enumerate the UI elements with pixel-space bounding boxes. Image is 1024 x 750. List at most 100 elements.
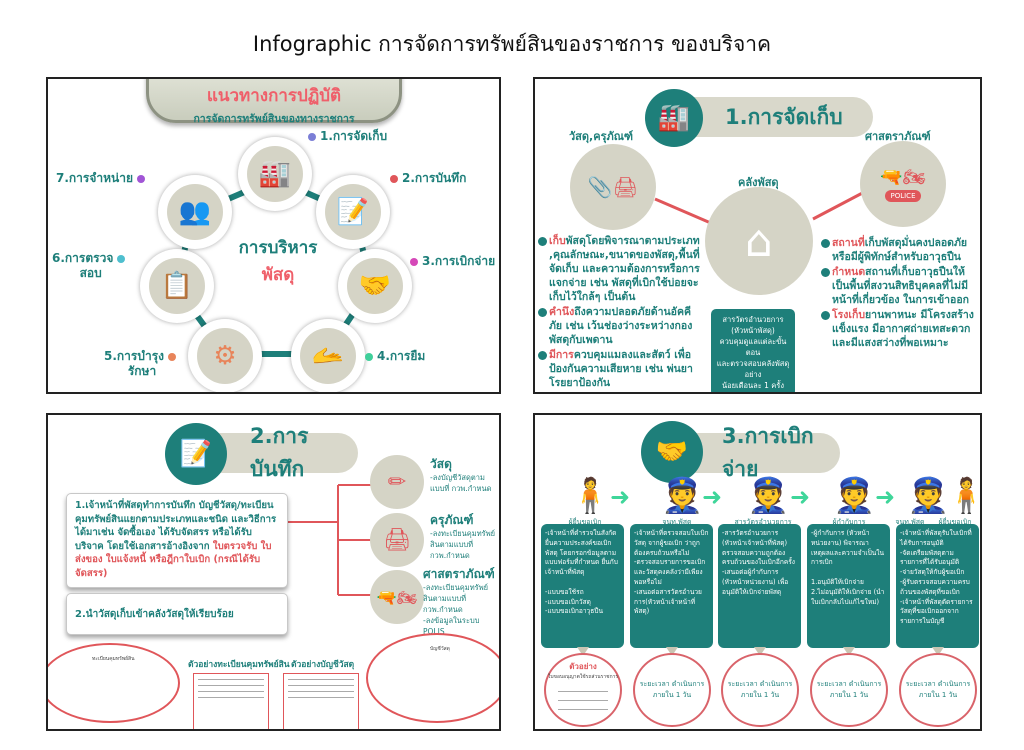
example-form-bubble: ตัวอย่าง ใบขอบอนุญาตใช้รถส่วนราชการ: [544, 653, 622, 727]
step-label-2: 2.การบันทึก: [386, 171, 466, 186]
time-bubble: ระยะเวลา ดำเนินการ ภายใน 1 วัน: [633, 653, 711, 727]
record-step-1-box: 1.เจ้าหน้าที่พัสดุทำการบันทึก บัญชีวัสดุ…: [66, 493, 288, 588]
item-heading-weapons: ศาสตราภัณฑ์: [423, 567, 495, 581]
bullet-item: มีการควบคุมแมลงและสัตว์ เพื่อป้องกันความ…: [538, 348, 703, 390]
item-heading-supplies: วัสดุ: [430, 457, 452, 471]
officer-icon: 👮: [833, 476, 876, 516]
disburse-title: 3.การเบิกจ่าย: [722, 424, 814, 481]
step-node-dispose[interactable]: 👥: [158, 175, 232, 249]
handover-icon: 🤝: [347, 258, 403, 314]
panel-disbursement: 3.การเบิกจ่าย 🤝 🧍 ➜ 👮 ➜ 👮 ➜ 👮 ➜ 👮 🧍 ผู้ย…: [533, 413, 982, 731]
center-heading: คลังพัสดุ: [738, 176, 779, 189]
record-title: 2.การบันทึก: [250, 424, 309, 481]
record-step-1-reference: ใบตรวจรับ ใบส่งของ ใบแจ้งหนี้ หรือฎีกาใบ…: [75, 540, 272, 579]
record-step-2-box: 2.นำวัสดุเก็บเข้าคลังวัสดุให้เรียบร้อย: [66, 593, 288, 635]
officer-icon: 👮: [747, 476, 790, 516]
warehouse-building-icon: ⌂: [705, 187, 813, 295]
role-label: ผู้ยื่นขอเบิก: [938, 518, 972, 526]
arrow-right-icon: ➜: [875, 483, 896, 511]
printer-icon: 🖨: [370, 513, 424, 567]
panel-overview: แนวทางการปฏิบัติ การจัดการทรัพย์สินของทา…: [46, 77, 501, 394]
person-icon: 🧍: [569, 476, 612, 516]
step-label-4: 4.การยืม: [361, 349, 425, 364]
step-box: -สารวัตรอำนวยการ (หัวหน้าเจ้าหน้าที่พัสด…: [718, 524, 801, 656]
gears-wrench-icon: ⚙: [197, 328, 253, 384]
step-node-record[interactable]: 📝: [316, 175, 390, 249]
register-form-zoom: ทะเบียนคุมทรัพย์สิน: [48, 643, 180, 723]
center-label: การบริหาร พัสดุ: [223, 234, 333, 288]
page-title: Infographic การจัดการทรัพย์สินของราชการ …: [252, 32, 772, 56]
checklist-icon: 📋: [149, 258, 205, 314]
step-box: -เจ้าหน้าที่พัสดุรับใบเบิกที่ได้รับการอน…: [896, 524, 979, 656]
right-heading: ศาสตราภัณฑ์: [865, 130, 931, 143]
warehouse-icon: 🏭: [247, 146, 303, 202]
document-edit-icon: 📝: [325, 184, 381, 240]
supplies-form-zoom: บัญชีวัสดุ: [366, 633, 499, 723]
item-desc-equipment: -ลงทะเบียนคุมทรัพย์สินตามแบบที่กวพ.กำหนด: [430, 529, 496, 560]
arrow-right-icon: ➜: [790, 483, 811, 511]
role-label: ผู้ยื่นขอเบิก: [568, 518, 602, 526]
example-supplies-label: ตัวอย่างบัญชีวัสดุ: [291, 660, 355, 670]
step-node-lend[interactable]: 🫴: [291, 319, 365, 392]
item-desc-supplies: -ลงบัญชีวัสดุตามแบบที่ กวพ.กำหนด: [430, 473, 492, 493]
weapons-vehicles-icon: 🔫🏍: [370, 570, 424, 624]
record-step-2-text: 2.นำวัสดุเก็บเข้าคลังวัสดุให้เรียบร้อย: [75, 609, 234, 620]
role-label: ผู้กำกับการ: [832, 518, 866, 526]
officer-icon: 👮: [907, 476, 950, 516]
lend-hand-icon: 🫴: [300, 328, 356, 384]
officer-icon: 👮: [661, 476, 704, 516]
step-label-6: 6.การตรวจสอบ: [52, 251, 129, 281]
police-car-label: POLICE: [885, 189, 921, 202]
role-label: จนท.พัสดุ: [662, 518, 692, 526]
person-icon: 🧍: [945, 479, 980, 513]
item-heading-equipment: ครุภัณฑ์: [430, 513, 474, 527]
overview-header: แนวทางการปฏิบัติ การจัดการทรัพย์สินของทา…: [146, 79, 402, 125]
register-form-thumbnail: [193, 673, 269, 729]
bullet-item: สถานที่เก็บพัสดุมั่นคงปลอดภัย หรือมีผู้พ…: [821, 236, 980, 264]
step-label-5: 5.การบำรุงรักษา: [104, 349, 180, 379]
time-bubble: ระยะเวลา ดำเนินการ ภายใน 1 วัน: [899, 653, 977, 727]
panel-storage: 1.การจัดเก็บ 🏭 วัสดุ,ครุภัณฑ์ ศาสตราภัณฑ…: [533, 77, 982, 394]
panel-record: 2.การบันทึก 📝 1.เจ้าหน้าที่พัสดุทำการบัน…: [46, 413, 501, 731]
supplies-form-thumbnail: [283, 673, 359, 729]
overview-header-subtitle: การจัดการทรัพย์สินของทางราชการ: [193, 113, 355, 125]
step-box: -เจ้าหน้าที่ตรวจสอบใบเบิกวัสดุ จากผู้ขอเ…: [630, 524, 713, 656]
left-bullets: เก็บพัสดุโดยพิจารณาตามประเภท ,คุณลักษณะ,…: [538, 234, 703, 391]
bullet-item: คำนึงถึงความปลอดภัยด้านอัคคีภัย เช่น เว้…: [538, 305, 703, 347]
storage-title: 1.การจัดเก็บ: [725, 104, 843, 129]
overview-header-title: แนวทางการปฏิบัติ: [206, 86, 342, 106]
arrow-right-icon: ➜: [702, 483, 723, 511]
supervisor-box: สารวัตรอำนวยการ(หัวหน้าพัสดุ)ควบคุมดูแลแ…: [711, 309, 795, 392]
bullet-item: กำหนดสถานที่เก็บอาวุธปืนให้เป็นพื้นที่สง…: [821, 265, 980, 307]
bullet-item: โรงเก็บยานพาหนะ มีโครงสร้างแข็งแรง มีอาก…: [821, 308, 980, 350]
step-node-inspect[interactable]: 📋: [140, 249, 214, 323]
storage-title-pill: 1.การจัดเก็บ: [673, 97, 873, 137]
auction-people-icon: 👥: [167, 184, 223, 240]
weapons-vehicles-icon: 🔫🏍POLICE: [860, 141, 946, 227]
step-node-maintain[interactable]: ⚙: [188, 319, 262, 392]
step-label-7: 7.การจำหน่าย: [56, 171, 149, 186]
time-bubble: ระยะเวลา ดำเนินการ ภายใน 1 วัน: [721, 653, 799, 727]
example-register-label: ตัวอย่างทะเบียนคุมทรัพย์สิน: [188, 660, 290, 670]
time-bubble: ระยะเวลา ดำเนินการ ภายใน 1 วัน: [810, 653, 888, 727]
document-edit-icon: 📝: [165, 423, 227, 485]
step-box: -เจ้าหน้าที่ตำรวจในสังกัดยื่นความประสงค์…: [541, 524, 624, 656]
role-label: สารวัตรอำนวยการ: [734, 518, 792, 526]
step-node-disburse[interactable]: 🤝: [338, 249, 412, 323]
pencil-cup-icon: ✏: [370, 455, 424, 509]
arrow-right-icon: ➜: [610, 483, 631, 511]
step-node-storage[interactable]: 🏭: [238, 137, 312, 211]
role-label: จนท.พัสดุ: [895, 518, 925, 526]
handover-icon: 🤝: [641, 421, 703, 483]
center-label-line1: การบริหาร: [238, 238, 318, 258]
step-label-3: 3.การเบิกจ่าย: [406, 254, 495, 269]
center-label-line2: พัสดุ: [261, 265, 295, 285]
right-bullets: สถานที่เก็บพัสดุมั่นคงปลอดภัย หรือมีผู้พ…: [821, 236, 980, 351]
left-heading: วัสดุ,ครุภัณฑ์: [569, 130, 634, 143]
warehouse-icon: 🏭: [645, 89, 703, 147]
item-desc-weapons: -ลงทะเบียนคุมทรัพย์สินตามแบบที่กวพ.กำหนด…: [423, 583, 489, 636]
step-box: -ผู้กำกับการ (หัวหน้าหน่วยงาน) พิจารณาเห…: [807, 524, 890, 656]
step-label-1: 1.การจัดเก็บ: [304, 129, 387, 144]
bullet-item: เก็บพัสดุโดยพิจารณาตามประเภท ,คุณลักษณะ,…: [538, 234, 703, 304]
record-step-1-text: 1.เจ้าหน้าที่พัสดุทำการบันทึก บัญชีวัสดุ…: [75, 500, 277, 552]
